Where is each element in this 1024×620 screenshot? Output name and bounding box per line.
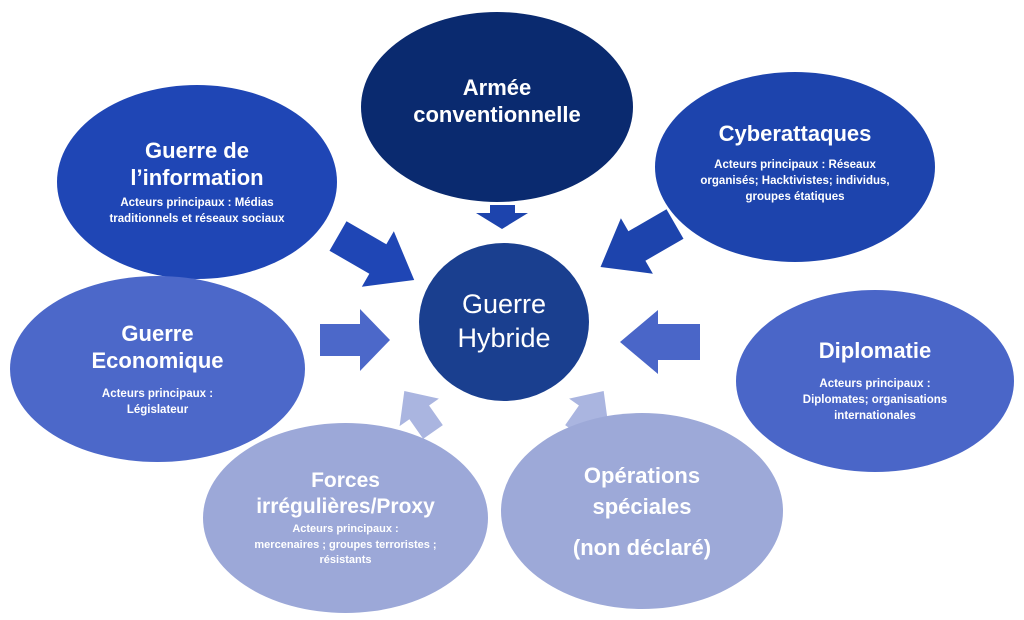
- operations-title: Opérations spéciales: [584, 461, 700, 523]
- economique-title-line2: Economique: [91, 348, 224, 374]
- node-cyberattaques: Cyberattaques Acteurs principaux : Résea…: [655, 72, 935, 262]
- arrow-economique: [320, 309, 390, 371]
- node-diplomatie: Diplomatie Acteurs principaux : Diplomat…: [736, 290, 1014, 472]
- node-guerre-economique: Guerre Economique Acteurs principaux : L…: [10, 276, 305, 462]
- cyber-title: Cyberattaques: [718, 121, 872, 147]
- arrow-diplomatie: [620, 310, 700, 374]
- economique-title: Guerre Economique: [91, 320, 223, 375]
- forces-title-line2: irrégulières/Proxy: [256, 495, 435, 519]
- node-forces-irregulieres: Forces irrégulières/Proxy Acteurs princi…: [203, 423, 488, 613]
- forces-subtitle: Acteurs principaux : mercenaires ; group…: [243, 522, 448, 568]
- operations-title-line1: Opérations: [583, 463, 701, 489]
- arrow-forces: [399, 391, 443, 439]
- information-title-line1: Guerre de: [145, 137, 249, 163]
- information-title: Guerre de l’information: [130, 137, 263, 192]
- diplomatie-title: Diplomatie: [818, 338, 932, 364]
- armee-title-line2: conventionnelle: [413, 102, 581, 127]
- forces-title-line1: Forces: [311, 468, 380, 492]
- center-title-line1: Guerre: [461, 289, 547, 320]
- node-armee-conventionnelle: Armée conventionnelle: [361, 12, 633, 202]
- forces-subtitle-line2: mercenaires ; groupes terroristes ; rési…: [254, 538, 437, 566]
- diplomatie-subtitle-line2: Diplomates; organisations internationale…: [802, 393, 948, 422]
- diplomatie-subtitle: Acteurs principaux : Diplomates; organis…: [776, 377, 974, 425]
- arrow-armee: [476, 205, 528, 229]
- center-title-line2: Hybride: [457, 323, 551, 353]
- forces-title: Forces irrégulières/Proxy: [256, 468, 435, 521]
- armee-title-line1: Armée: [462, 74, 532, 100]
- node-operations-speciales: Opérations spéciales (non déclaré): [501, 413, 783, 609]
- forces-subtitle-line1: Acteurs principaux :: [292, 523, 399, 536]
- information-title-line2: l’information: [130, 165, 264, 191]
- economique-subtitle-line1: Acteurs principaux :: [101, 387, 214, 400]
- center-node-guerre-hybride: Guerre Hybride: [419, 243, 589, 401]
- arrow-information: [329, 221, 415, 287]
- economique-subtitle: Acteurs principaux : Législateur: [102, 387, 213, 419]
- armee-title: Armée conventionnelle: [413, 74, 580, 129]
- node-guerre-information: Guerre de l’information Acteurs principa…: [57, 85, 337, 279]
- operations-title-line2: spéciales: [592, 494, 692, 519]
- operations-extra: (non déclaré): [572, 534, 712, 560]
- information-subtitle: Acteurs principaux : Médias traditionnel…: [109, 196, 285, 225]
- diplomatie-subtitle-line1: Acteurs principaux :: [819, 377, 931, 390]
- economique-subtitle-line2: Législateur: [126, 403, 189, 416]
- cyber-subtitle: Acteurs principaux : Réseaux organisés; …: [700, 158, 890, 203]
- center-title: Guerre Hybride: [457, 288, 550, 356]
- arrow-cyber: [600, 209, 684, 274]
- economique-title-line1: Guerre: [121, 320, 194, 346]
